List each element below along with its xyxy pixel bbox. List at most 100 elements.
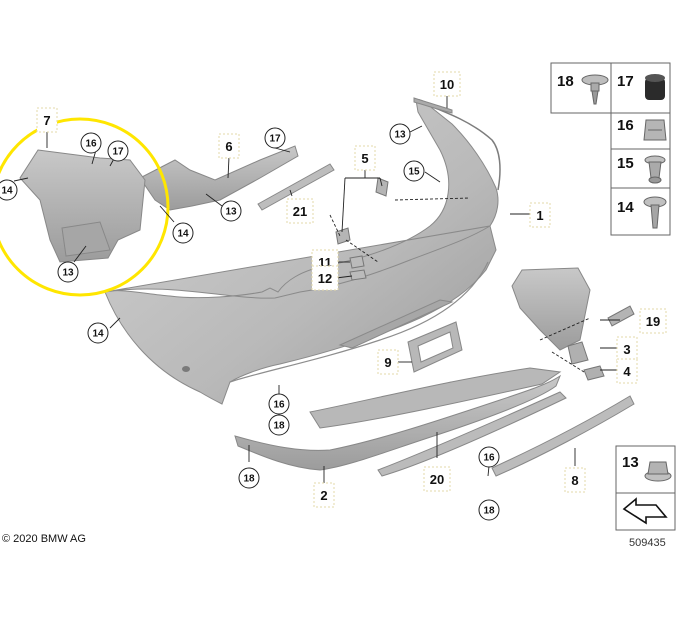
callout-circle: [57, 261, 79, 283]
callout-c5: 5: [354, 145, 376, 171]
callout-circle: [238, 467, 260, 489]
reflector-3: [567, 341, 589, 365]
callout-c14b: 14: [0, 179, 18, 201]
callout-circle: [264, 127, 286, 149]
callout-c13b: 13: [220, 200, 242, 222]
spring-nut-icon: [643, 119, 667, 141]
screw-icon: [643, 196, 667, 229]
callout-circle: [268, 414, 290, 436]
callout-c20: 20: [423, 466, 451, 492]
callout-c14a: 14: [172, 222, 194, 244]
callout-circle: [80, 132, 102, 154]
callout-c15: 15: [403, 160, 425, 182]
callout-c12: 12: [311, 265, 339, 291]
callout-c14c: 14: [87, 322, 109, 344]
callout-tag-box: [36, 107, 58, 133]
callout-label: 2: [320, 488, 327, 503]
legend-label-16: 16: [617, 117, 634, 134]
spoiler-strip: [413, 97, 453, 114]
callout-label: 10: [440, 77, 454, 92]
callout-label: 6: [225, 139, 232, 154]
callout-c17a: 17: [264, 127, 286, 149]
legend-box-16: [610, 112, 671, 150]
callout-c17b: 17: [107, 140, 129, 162]
callout-label: 13: [225, 207, 237, 218]
diffuser-side-panel: [511, 267, 591, 351]
callout-circle: [478, 446, 500, 468]
callout-tag-box: [313, 482, 335, 508]
callout-circle: [172, 222, 194, 244]
legend-label-14: 14: [617, 199, 634, 216]
callout-c3: 3: [616, 336, 638, 362]
clip-11: [349, 255, 365, 269]
callout-label: 21: [293, 204, 307, 219]
lower-strip-20: [377, 391, 567, 477]
callout-label: 8: [571, 473, 578, 488]
diagram-number: 509435: [629, 537, 666, 549]
side-mounting-bracket: [19, 149, 146, 263]
callout-label: 14: [177, 229, 189, 240]
callout-label: 17: [112, 147, 124, 158]
copyright-text: © 2020 BMW AG: [2, 533, 86, 545]
callout-circle: [220, 200, 242, 222]
callout-tag-box: [286, 198, 314, 224]
screw-with-washer-icon: [581, 74, 609, 105]
callout-label: 16: [273, 400, 285, 411]
callout-tag-box: [616, 358, 638, 384]
highlight-circle: [0, 117, 170, 297]
callout-label: 18: [243, 474, 255, 485]
rear-apron-spoiler: [309, 367, 562, 429]
callout-tag-box: [639, 308, 667, 334]
callout-label: 14: [92, 329, 104, 340]
callout-circle: [403, 160, 425, 182]
callout-c18c: 18: [478, 499, 500, 521]
callout-label: 4: [623, 364, 631, 379]
callout-label: 14: [1, 186, 13, 197]
callout-label: 1: [536, 208, 543, 223]
direction-arrow-icon: [622, 497, 668, 525]
leader-lines: [13, 96, 620, 484]
legend-label-15: 15: [617, 155, 634, 172]
callout-c9: 9: [377, 349, 399, 375]
bumper-crease: [229, 261, 489, 383]
callout-tag-box: [564, 467, 586, 493]
callout-c10: 10: [433, 71, 461, 97]
callout-tag-box: [377, 349, 399, 375]
license-plate-base: [407, 321, 463, 373]
callout-c1: 1: [529, 202, 551, 228]
trim-strip-8: [491, 395, 635, 477]
callout-c16c: 16: [478, 446, 500, 468]
callout-tag-box: [423, 466, 451, 492]
callout-label: 13: [62, 268, 74, 279]
callout-label: 16: [483, 453, 495, 464]
callout-circle: [389, 123, 411, 145]
dashed-guides: [329, 197, 591, 373]
callout-tag-box: [433, 71, 461, 97]
callout-c2: 2: [313, 482, 335, 508]
callout-c21: 21: [286, 198, 314, 224]
hex-nut-icon: [644, 461, 672, 482]
sensor-hole: [182, 366, 190, 372]
callout-c18b: 18: [238, 467, 260, 489]
legend-box-14: [610, 187, 671, 236]
callout-c13a: 13: [389, 123, 411, 145]
callout-circle: [87, 322, 109, 344]
callout-label: 17: [269, 134, 281, 145]
callout-circle: [0, 179, 18, 201]
callout-tag-box: [354, 145, 376, 171]
reflector-strip: [257, 163, 335, 211]
grille-19: [607, 305, 635, 327]
callout-label: 3: [623, 342, 630, 357]
callout-label: 5: [361, 151, 368, 166]
callout-label: 18: [273, 421, 285, 432]
callout-label: 15: [408, 167, 420, 178]
cap-4: [583, 365, 605, 381]
callout-c6: 6: [218, 133, 240, 159]
callout-c16a: 16: [80, 132, 102, 154]
rubber-buffer-icon: [645, 74, 665, 100]
callout-tag-box: [529, 202, 551, 228]
callout-label: 13: [394, 130, 406, 141]
callout-c4: 4: [616, 358, 638, 384]
